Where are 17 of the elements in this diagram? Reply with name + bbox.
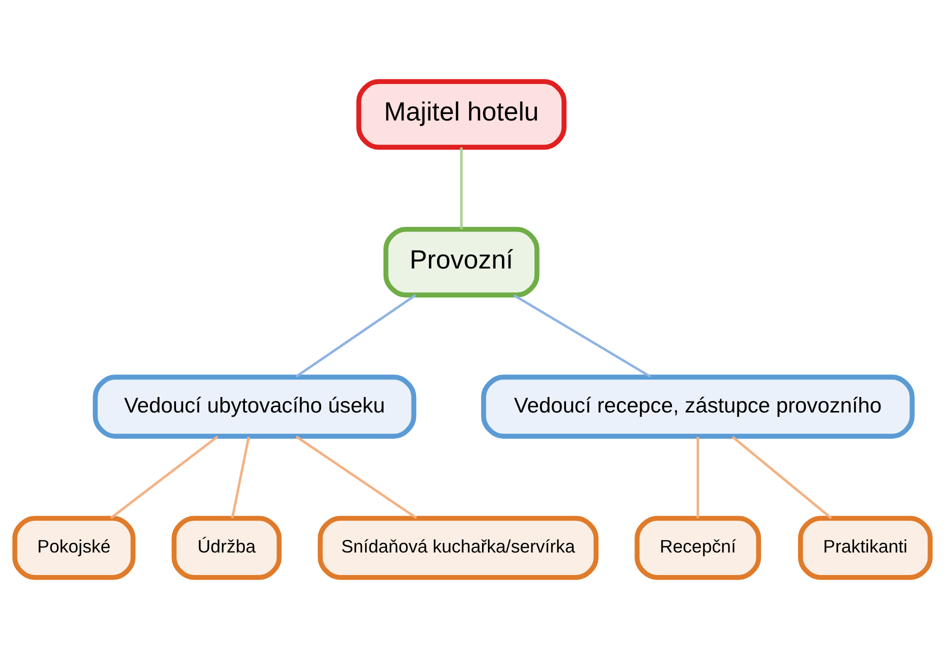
node-box: Údržba	[172, 516, 282, 580]
connector	[696, 436, 700, 518]
node-box: Vedoucí recepce, zástupce provozního	[481, 374, 915, 439]
node-box: Majitel hotelu	[356, 79, 566, 150]
node-box: Recepční	[634, 516, 762, 580]
connector	[513, 294, 651, 378]
connector	[295, 294, 416, 378]
connector	[110, 436, 218, 519]
node-box: Praktikanti	[798, 516, 933, 580]
node-box: Pokojské	[12, 516, 136, 580]
node-box: Snídaňová kuchařka/servírka	[318, 516, 599, 580]
node-box: Provozní	[383, 226, 540, 298]
connector	[296, 436, 418, 520]
connector	[460, 147, 463, 230]
node-box: Vedoucí ubytovacího úseku	[92, 374, 416, 439]
connector	[231, 436, 250, 518]
connector	[732, 436, 832, 520]
